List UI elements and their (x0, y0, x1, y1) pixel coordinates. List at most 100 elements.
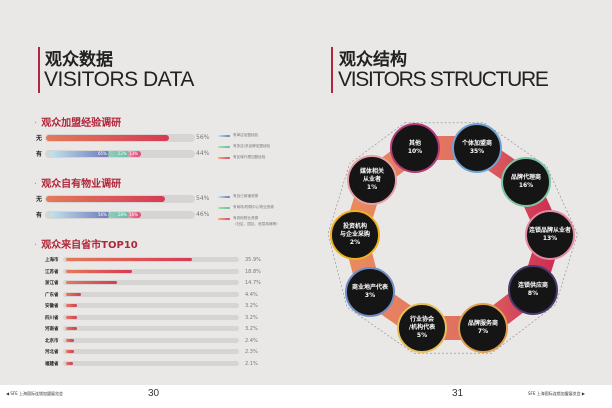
legend-item: 有其他物业资源 (218, 216, 258, 221)
province-label: 广东省 (45, 292, 59, 298)
bar-track (63, 314, 239, 320)
page-number-left: 30 (148, 388, 160, 399)
left-page: 观众数据 VISITORS DATA ·观众加盟经验调研 ·观众自有物业调研 ·… (0, 0, 306, 385)
node-text: 2% (349, 239, 361, 247)
node-text: 35% (469, 148, 485, 155)
section-title-top10: ·观众来自省市TOP10 (34, 240, 138, 251)
row-label: 无 (36, 196, 43, 203)
node-text: 品牌服务商 (467, 319, 498, 327)
bar-fill (66, 304, 78, 307)
legend-label: 有其他物业资源 (233, 216, 259, 220)
bar-segment: 28% (107, 212, 130, 218)
row-percent: 56% (196, 134, 210, 141)
legend-label: 有区域代理加盟经验 (233, 155, 266, 159)
bar-fill (66, 327, 78, 330)
page-title-cn: 观众结构 (339, 50, 407, 70)
province-row: 福建省 2.1% (45, 360, 285, 367)
bar-segment: 22% (107, 151, 130, 157)
node-text: 3% (364, 292, 376, 299)
survey-row: 无 56% (36, 134, 296, 142)
footer-left: ◀ SFE 上海国际连锁加盟展览会 (6, 391, 63, 396)
bar-track: 65%22%13% (45, 150, 195, 158)
node-text: 媒体相关 (359, 167, 384, 175)
legend-label: 有多店/多品牌加盟经验 (233, 144, 271, 148)
row-label: 有 (36, 212, 43, 219)
legend-swatch (218, 195, 230, 198)
node-text: 5% (416, 332, 428, 340)
legend-swatch (218, 217, 230, 220)
node-text: 商业地产代表 (351, 283, 388, 291)
legend-item: 有多店/多品牌加盟经验 (218, 144, 270, 149)
page-title-cn: 观众数据 (45, 50, 113, 70)
bar-track (63, 280, 239, 285)
bar-track (45, 134, 195, 142)
legend-label: 有商场/购物中心物业资源 (233, 205, 274, 209)
province-percent: 35.9% (245, 257, 261, 263)
bar-track (45, 195, 195, 203)
node-text: 投资机构 (342, 222, 367, 230)
page-number-right: 31 (452, 388, 464, 399)
node-text: 16% (518, 182, 534, 189)
bar-segment: 13% (127, 151, 141, 157)
province-label: 福建省 (45, 361, 59, 367)
province-row: 上海市 35.9% (45, 257, 285, 263)
legend-swatch (218, 134, 230, 137)
node-text: 个体加盟商 (461, 139, 492, 147)
province-percent: 4.4% (245, 291, 258, 298)
bar-track (63, 257, 239, 262)
node-text: 8% (527, 290, 539, 297)
province-label: 浙江省 (45, 281, 59, 286)
bar-fill (66, 361, 74, 365)
province-percent: 18.8% (245, 268, 261, 275)
bar-track (63, 291, 239, 297)
bar-fill (66, 258, 192, 261)
province-label: 江苏省 (45, 269, 59, 275)
bar-segment: 65% (50, 151, 110, 157)
province-row: 浙江省 14.7% (45, 280, 285, 286)
province-row: 广东省 4.4% (45, 291, 285, 298)
node-text: /机构代表 (408, 323, 436, 331)
province-label: 安徽省 (45, 304, 59, 309)
province-percent: 2.3% (245, 349, 258, 355)
province-label: 四川省 (45, 315, 59, 321)
province-percent: 3.2% (245, 314, 258, 321)
bar-segment: 16% (127, 212, 141, 218)
bar-track (63, 349, 239, 354)
title-accent-bar (38, 47, 40, 93)
province-percent: 14.7% (245, 280, 261, 286)
bar-fill (66, 350, 75, 353)
bar-track (63, 326, 239, 331)
section-title-property: ·观众自有物业调研 (34, 179, 122, 190)
bar-track (63, 360, 239, 366)
node-text: 与企业采购 (339, 230, 370, 238)
province-row: 江苏省 18.8% (45, 268, 285, 275)
province-label: 北京市 (45, 338, 59, 344)
legend-label: 有自己商铺资源 (233, 194, 259, 198)
legend-swatch (218, 156, 230, 159)
province-label: 河南省 (45, 327, 59, 332)
province-label: 上海市 (45, 258, 59, 263)
bar-fill (66, 269, 132, 273)
row-label: 无 (36, 135, 43, 142)
bar-track (63, 337, 239, 343)
province-percent: 2.4% (245, 337, 258, 344)
node-text: 品牌代理商 (510, 173, 541, 181)
row-label: 有 (36, 151, 43, 158)
bar-fill (66, 292, 82, 296)
province-row: 北京市 2.4% (45, 337, 285, 344)
province-percent: 2.1% (245, 360, 258, 367)
bar-track (63, 268, 239, 274)
node-text: 10% (407, 148, 423, 155)
bar-segment: 56% (50, 212, 110, 218)
